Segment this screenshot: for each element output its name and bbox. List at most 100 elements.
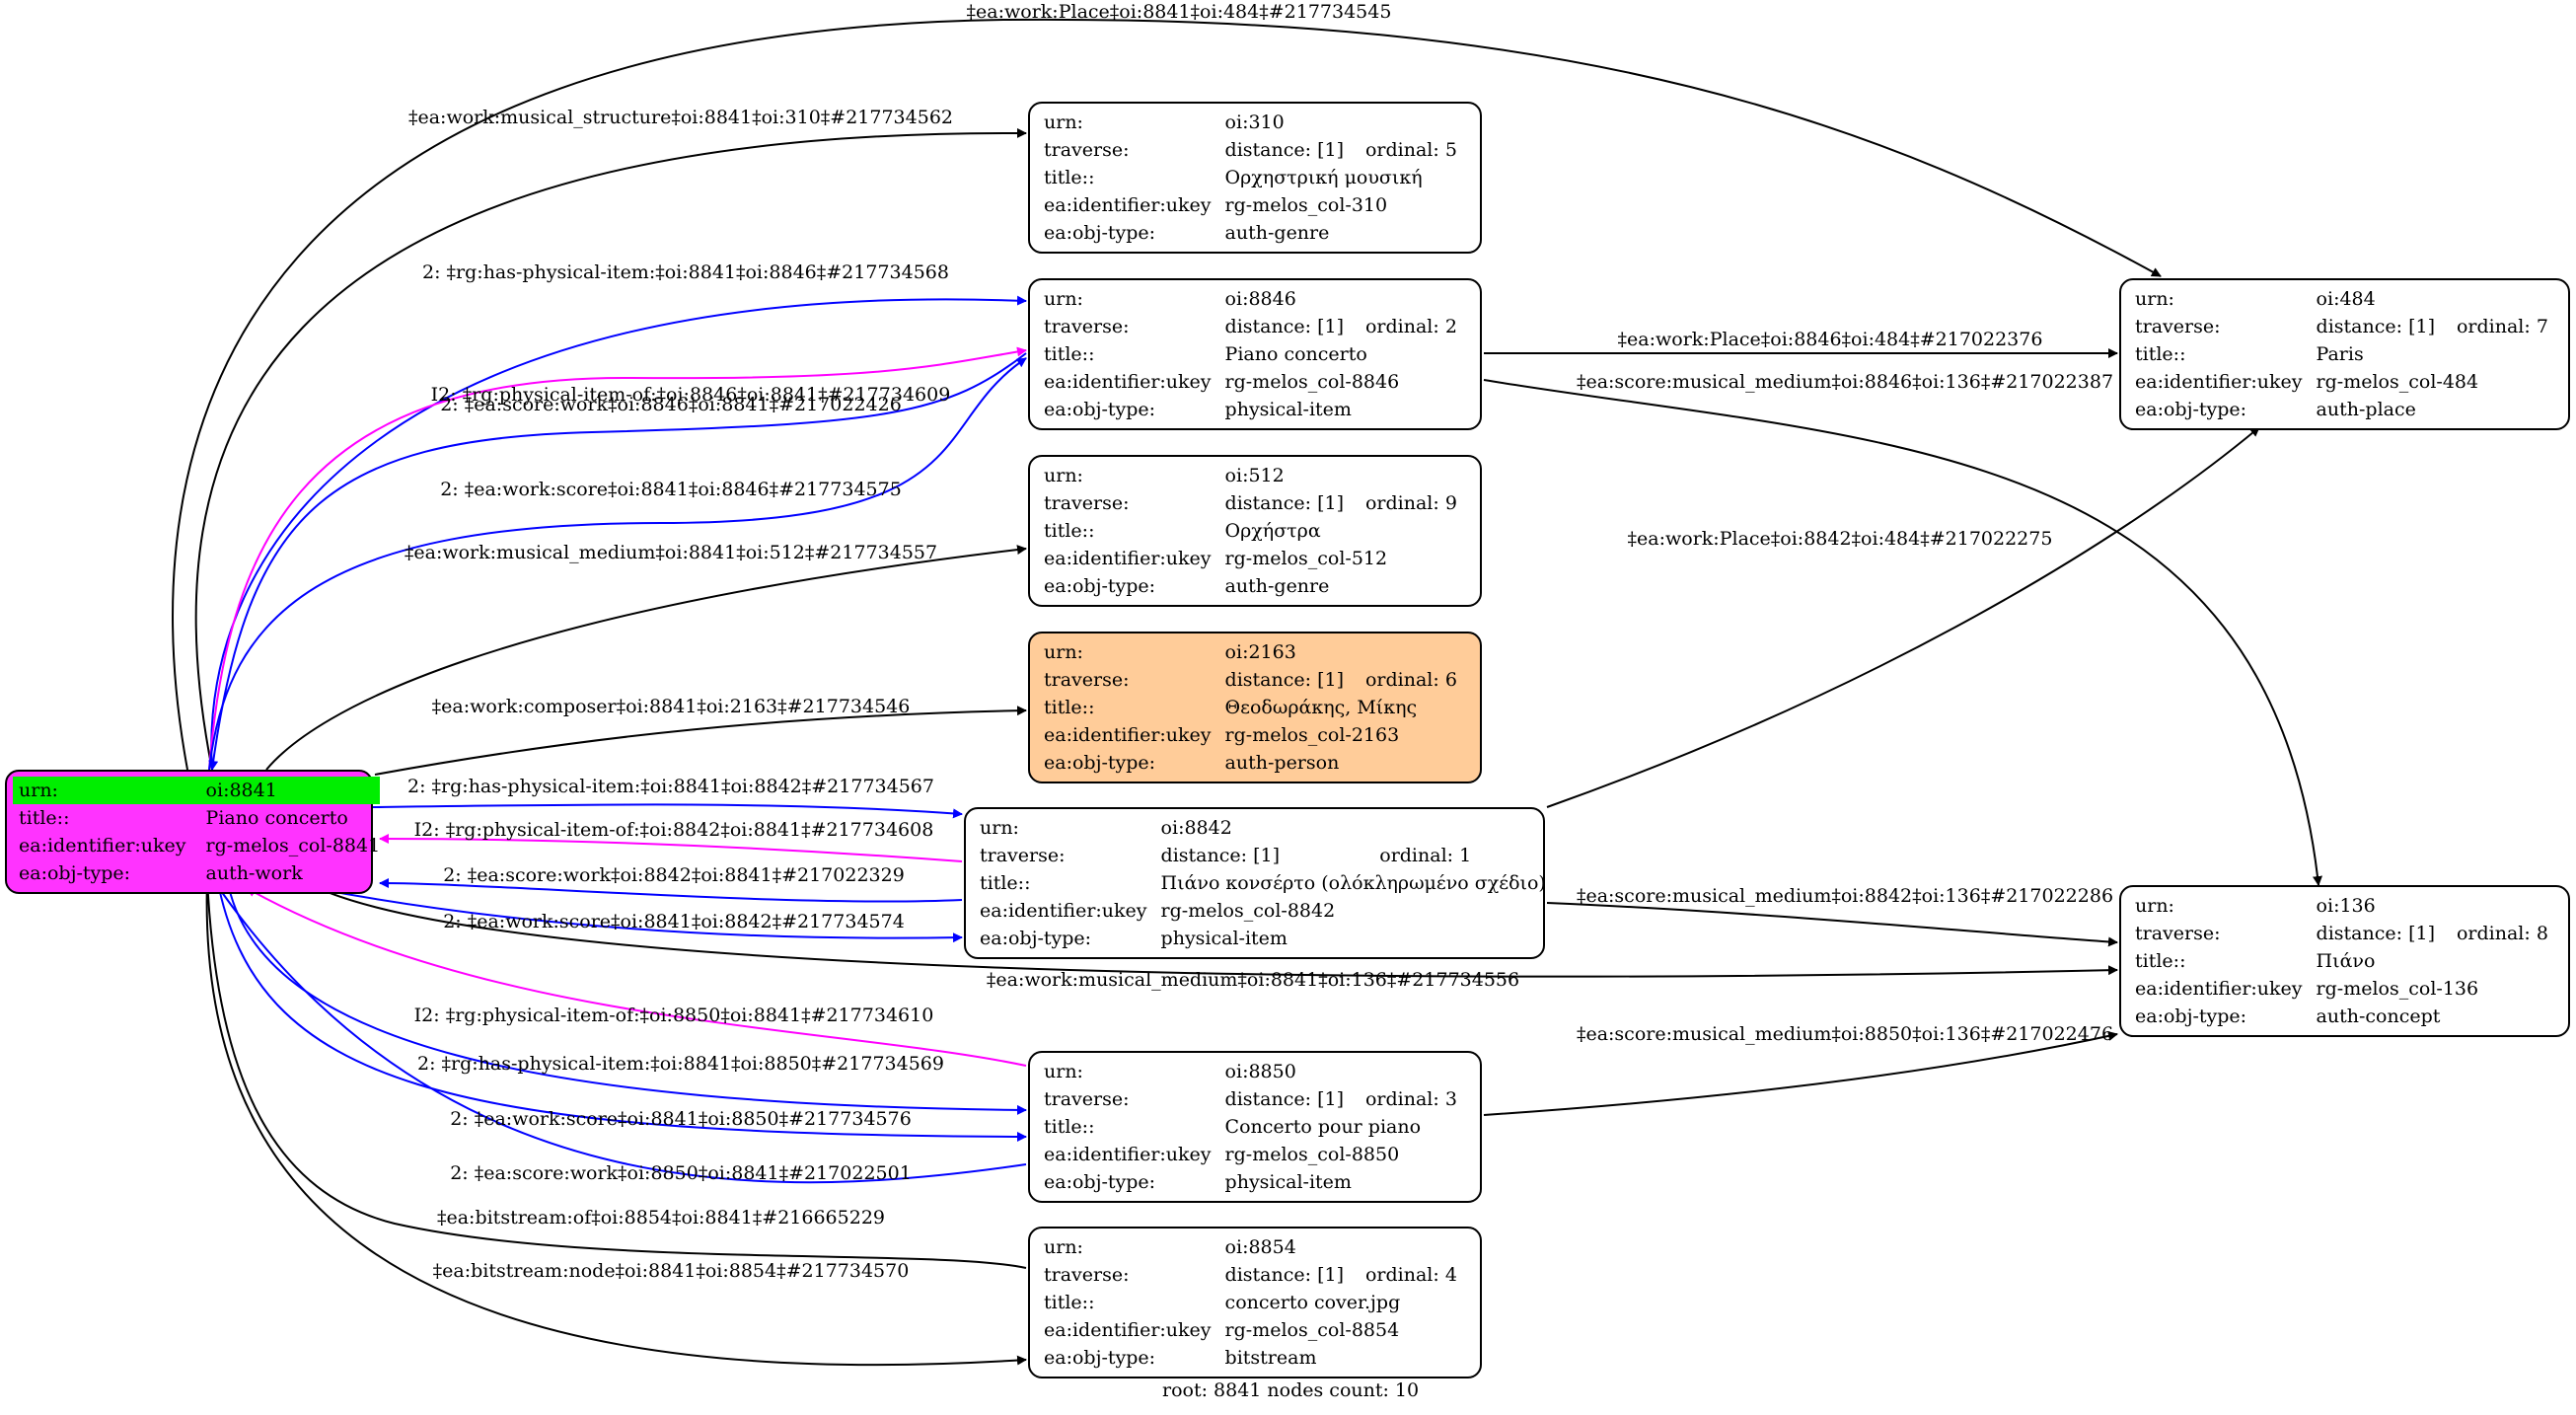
title-value: Πιάνο κονσέρτο (ολόκληρωμένο σχέδιο) <box>1160 872 1546 894</box>
urn-value: oi:8850 <box>1224 1061 1296 1082</box>
objtype-value: physical-item <box>1160 928 1288 949</box>
node-oi-2163[interactable]: urn:oi:2163 traverse:distance: [1]ordina… <box>1028 632 1482 783</box>
urn-key: urn: <box>980 817 1019 839</box>
ukey-value: rg-melos_col-8850 <box>1224 1144 1400 1165</box>
objtype-value: auth-genre <box>1224 222 1330 244</box>
title-value: concerto cover.jpg <box>1224 1292 1401 1313</box>
root-objtype-key: ea:obj-type: <box>19 862 131 884</box>
root-objtype-value: auth-work <box>205 862 303 884</box>
edge-line <box>208 346 1027 771</box>
distance-value: distance: [1] <box>1224 669 1344 691</box>
edge-label: ‡ea:work:musical_medium‡oi:8841‡oi:512‡#… <box>405 542 937 563</box>
objtype-value: physical-item <box>1224 1171 1352 1193</box>
node-oi-310[interactable]: urn:oi:310 traverse:distance: [1]ordinal… <box>1028 102 1482 254</box>
ordinal-value: ordinal: 9 <box>1364 492 1457 514</box>
ukey-key: ea:identifier:ukey <box>1044 548 1212 569</box>
node-oi-8842[interactable]: urn: oi:8842 traverse: distance: [1] ordina… <box>964 807 1546 959</box>
urn-value: oi:8846 <box>1224 288 1296 310</box>
distance-value: distance: [1] <box>2316 923 2435 944</box>
title-value: Ορχηστρική μουσική <box>1224 167 1423 188</box>
traverse-key: traverse: <box>980 845 1066 866</box>
urn-key: urn: <box>1044 641 1083 663</box>
title-key: title:: <box>1044 167 1095 188</box>
title-value: Paris <box>2316 343 2364 365</box>
objtype-key: ea:obj-type: <box>2135 1005 2247 1027</box>
ukey-key: ea:identifier:ukey <box>1044 194 1212 216</box>
node-oi-484[interactable]: urn:oi:484 traverse:distance: [1]ordinal… <box>2119 278 2570 430</box>
urn-value: oi:484 <box>2316 288 2376 310</box>
root-node[interactable]: urn:oi:8841 title::Piano concerto ea:ide… <box>5 770 381 894</box>
root-urn-key: urn: <box>13 777 200 804</box>
edge-label: 2: ‡ea:score:work‡oi:8842‡oi:8841‡#21702… <box>443 864 905 886</box>
edge-label: 2: ‡ea:work:score‡oi:8841‡oi:8846‡#21773… <box>440 479 902 500</box>
node-oi-8854[interactable]: urn:oi:8854 traverse:distance: [1]ordina… <box>1028 1227 1482 1378</box>
edge-label: 2: ‡ea:work:score‡oi:8841‡oi:8850‡#21773… <box>450 1108 912 1130</box>
title-key: title:: <box>2135 343 2186 365</box>
edge-line <box>1483 1031 2118 1116</box>
edge-line <box>246 887 1027 1067</box>
ukey-key: ea:identifier:ukey <box>2135 371 2303 393</box>
edge-line <box>194 127 1027 771</box>
edge-label: ‡ea:work:musical_structure‡oi:8841‡oi:31… <box>408 107 953 128</box>
ukey-value: rg-melos_col-2163 <box>1224 724 1400 746</box>
distance-value: distance: [1] <box>1224 139 1344 161</box>
title-key: title:: <box>980 872 1031 894</box>
edge-label: ‡ea:score:musical_medium‡oi:8850‡oi:136‡… <box>1577 1023 2113 1045</box>
edge-line <box>172 18 2162 771</box>
ordinal-value: ordinal: 7 <box>2456 316 2548 337</box>
node-oi-512[interactable]: urn:oi:512 traverse:distance: [1]ordinal… <box>1028 455 1482 607</box>
edge-label: I2: ‡rg:physical-item-of:‡oi:8850‡oi:884… <box>414 1005 934 1026</box>
edge-label: ‡ea:work:Place‡oi:8842‡oi:484‡#217022275 <box>1628 528 2053 550</box>
urn-value: oi:310 <box>1224 112 1285 133</box>
edge-label: 2: ‡rg:has-physical-item:‡oi:8841‡oi:884… <box>407 776 934 797</box>
objtype-value: auth-concept <box>2316 1005 2441 1027</box>
edge-label: ‡ea:score:musical_medium‡oi:8846‡oi:136‡… <box>1577 371 2113 393</box>
edge-label: 2: ‡rg:has-physical-item:‡oi:8841‡oi:884… <box>422 261 949 283</box>
node-oi-8846[interactable]: urn:oi:8846 traverse:distance: [1]ordina… <box>1028 278 1482 430</box>
distance-value: distance: [1] <box>1224 316 1344 337</box>
urn-value: oi:8842 <box>1160 817 1232 839</box>
distance-value: distance: [1] <box>1224 1088 1344 1110</box>
edge-label: I2: ‡rg:physical-item-of:‡oi:8842‡oi:884… <box>414 819 934 841</box>
edge-label: ‡ea:bitstream:node‡oi:8841‡oi:8854‡#2177… <box>433 1260 910 1282</box>
objtype-key: ea:obj-type: <box>2135 399 2247 420</box>
edge-line <box>1546 902 2118 947</box>
title-key: title:: <box>1044 1116 1095 1138</box>
ordinal-value: ordinal: 4 <box>1364 1264 1457 1286</box>
urn-value: oi:512 <box>1224 465 1285 486</box>
edge-line <box>372 803 963 819</box>
objtype-value: auth-place <box>2316 399 2416 420</box>
traverse-key: traverse: <box>2135 923 2221 944</box>
ukey-key: ea:identifier:ukey <box>1044 724 1212 746</box>
edge-label: ‡ea:score:musical_medium‡oi:8842‡oi:136‡… <box>1577 885 2113 907</box>
distance-value: distance: [1] <box>1224 1264 1344 1286</box>
node-oi-8850[interactable]: urn:oi:8850 traverse:distance: [1]ordina… <box>1028 1051 1482 1203</box>
edge-line <box>216 877 1027 1142</box>
ukey-key: ea:identifier:ukey <box>1044 371 1212 393</box>
edge-line <box>379 834 963 862</box>
edge-line <box>205 877 1027 1367</box>
root-urn-value: oi:8841 <box>199 777 381 804</box>
edge-line <box>1546 426 2260 808</box>
node-oi-136[interactable]: urn:oi:136 traverse:distance: [1]ordinal… <box>2119 885 2570 1037</box>
title-value: Piano concerto <box>1224 343 1367 365</box>
ukey-key: ea:identifier:ukey <box>2135 978 2303 1000</box>
distance-value: distance: [1] <box>1160 845 1280 866</box>
root-ukey-value: rg-melos_col-8841 <box>205 835 381 856</box>
title-key: title:: <box>2135 950 2186 972</box>
title-value: Θεοδωράκης, Μίκης <box>1224 697 1418 718</box>
edge-label: ‡ea:work:Place‡oi:8841‡oi:484‡#217734545 <box>967 1 1392 23</box>
title-value: Concerto pour piano <box>1224 1116 1422 1138</box>
urn-key: urn: <box>1044 1061 1083 1082</box>
edge-label: I2: ‡rg:physical-item-of:‡oi:8846‡oi:884… <box>431 384 951 406</box>
edge-line <box>210 295 1027 771</box>
title-value: Ορχήστρα <box>1224 520 1321 542</box>
objtype-key: ea:obj-type: <box>1044 1347 1156 1369</box>
ukey-value: rg-melos_col-512 <box>1224 548 1388 569</box>
title-key: title:: <box>1044 1292 1095 1313</box>
edge-label: 2: ‡ea:score:work‡oi:8850‡oi:8841‡#21702… <box>450 1162 912 1184</box>
edge-line <box>208 357 1027 771</box>
ordinal-value: ordinal: 1 <box>1379 845 1472 866</box>
objtype-key: ea:obj-type: <box>1044 222 1156 244</box>
